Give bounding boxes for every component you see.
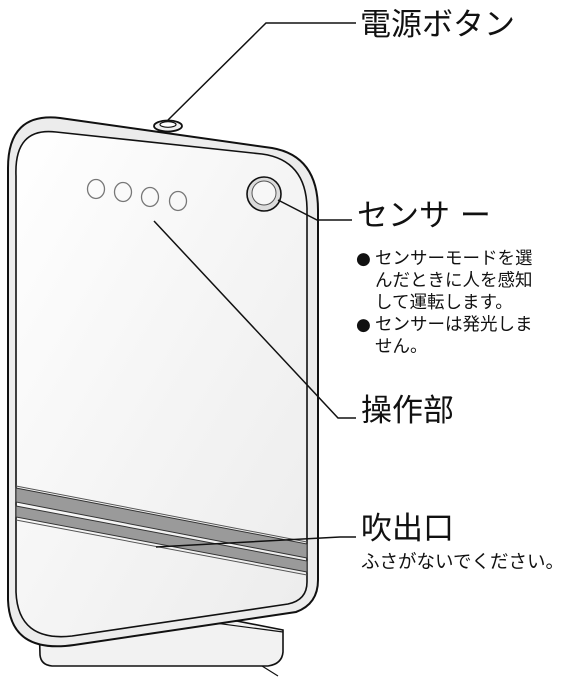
sensor-note-2: ● センサーは発光しま せん。: [356, 314, 533, 358]
bullet-icon: ●: [356, 249, 371, 269]
control-panel-indicators: [86, 178, 188, 212]
vent-leader: [155, 536, 356, 548]
bullet-icon: ●: [356, 315, 371, 335]
power-button-label: 電源ボタン: [360, 7, 515, 43]
leader-lines: [153, 22, 356, 548]
vent-stripes: [15, 485, 308, 576]
sensor-label: センサ ー: [357, 198, 491, 234]
sensor-note-1: ● センサーモードを選 んだときに人を感知 して運転します。: [356, 248, 533, 314]
sensor-note-2-line-1: センサーは発光しま: [375, 315, 533, 335]
sensor-note-1-line-1: センサーモードを選: [375, 249, 533, 269]
vent-label: 吹出口: [361, 511, 454, 547]
sensor-note-1-line-3: して運転します。: [375, 293, 513, 313]
panel-leader: [153, 220, 356, 419]
sensor-notes: ● センサーモードを選 んだときに人を感知 して運転します。 ● センサーは発光…: [356, 248, 533, 358]
vent-note: ふさがないでください。: [361, 552, 564, 573]
power-button: [153, 119, 183, 133]
sensor-note-2-line-2: せん。: [375, 337, 428, 357]
sensor-leader: [277, 199, 352, 221]
sensor-note-1-line-2: んだときに人を感知: [375, 271, 533, 291]
control-panel-label: 操作部: [361, 393, 454, 429]
power-leader: [167, 22, 356, 121]
sensor: [246, 176, 282, 212]
